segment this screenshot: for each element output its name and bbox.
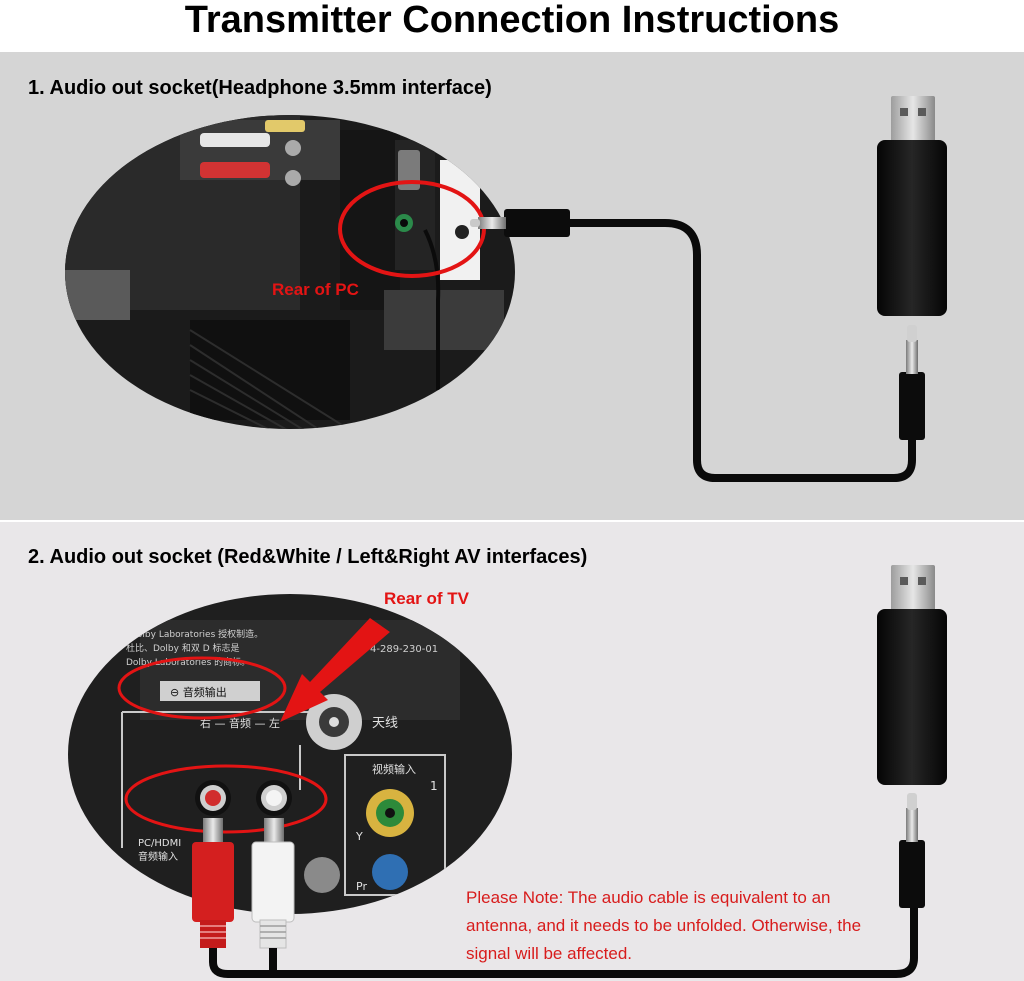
pc-rear-photo xyxy=(65,115,515,429)
note-text: Please Note: The audio cable is equivale… xyxy=(466,888,862,963)
svg-text:1: 1 xyxy=(430,779,438,793)
highlight-audio-label xyxy=(117,656,287,720)
svg-text:PC/HDMI: PC/HDMI xyxy=(138,838,181,849)
svg-text:⊖ 音频输出: ⊖ 音频输出 xyxy=(170,685,227,699)
svg-text:杜比、Dolby 和双 D 标志是: 杜比、Dolby 和双 D 标志是 xyxy=(126,642,240,654)
headphone-plug-1 xyxy=(470,209,570,237)
svg-text:Dolby Laboratories 授权制造。: Dolby Laboratories 授权制造。 xyxy=(130,628,263,640)
svg-text:视频输入: 视频输入 xyxy=(372,762,416,776)
svg-text:4-289-230-01: 4-289-230-01 xyxy=(370,644,438,655)
rca-plug-red xyxy=(192,818,234,948)
audio-cable-2 xyxy=(209,905,918,978)
page-title: Transmitter Connection Instructions xyxy=(184,0,840,41)
svg-text:右 — 音频 — 左: 右 — 音频 — 左 xyxy=(200,716,280,730)
rear-of-tv-label: Rear of TV xyxy=(384,589,470,608)
svg-text:音频输入: 音频输入 xyxy=(138,850,178,863)
rca-plug-white xyxy=(251,818,295,949)
arrow-icon xyxy=(280,618,390,722)
section1-heading: 1. Audio out socket(Headphone 3.5mm inte… xyxy=(28,77,492,99)
rear-of-pc-label: Rear of PC xyxy=(272,280,359,299)
svg-text:Y: Y xyxy=(355,830,363,843)
usb-transmitter-1 xyxy=(877,96,947,316)
svg-text:Pr: Pr xyxy=(356,880,367,893)
headphone-plug-1b xyxy=(899,325,925,440)
section2-heading: 2. Audio out socket (Red&White / Left&Ri… xyxy=(28,546,588,568)
headphone-plug-2 xyxy=(899,793,925,908)
audio-cable-1 xyxy=(568,219,916,482)
svg-text:天线: 天线 xyxy=(372,716,398,731)
highlight-rca-sockets xyxy=(124,764,328,834)
usb-transmitter-2 xyxy=(877,565,947,785)
tv-rear-photo: Dolby Laboratories 授权制造。 杜比、Dolby 和双 D 标… xyxy=(68,594,512,914)
